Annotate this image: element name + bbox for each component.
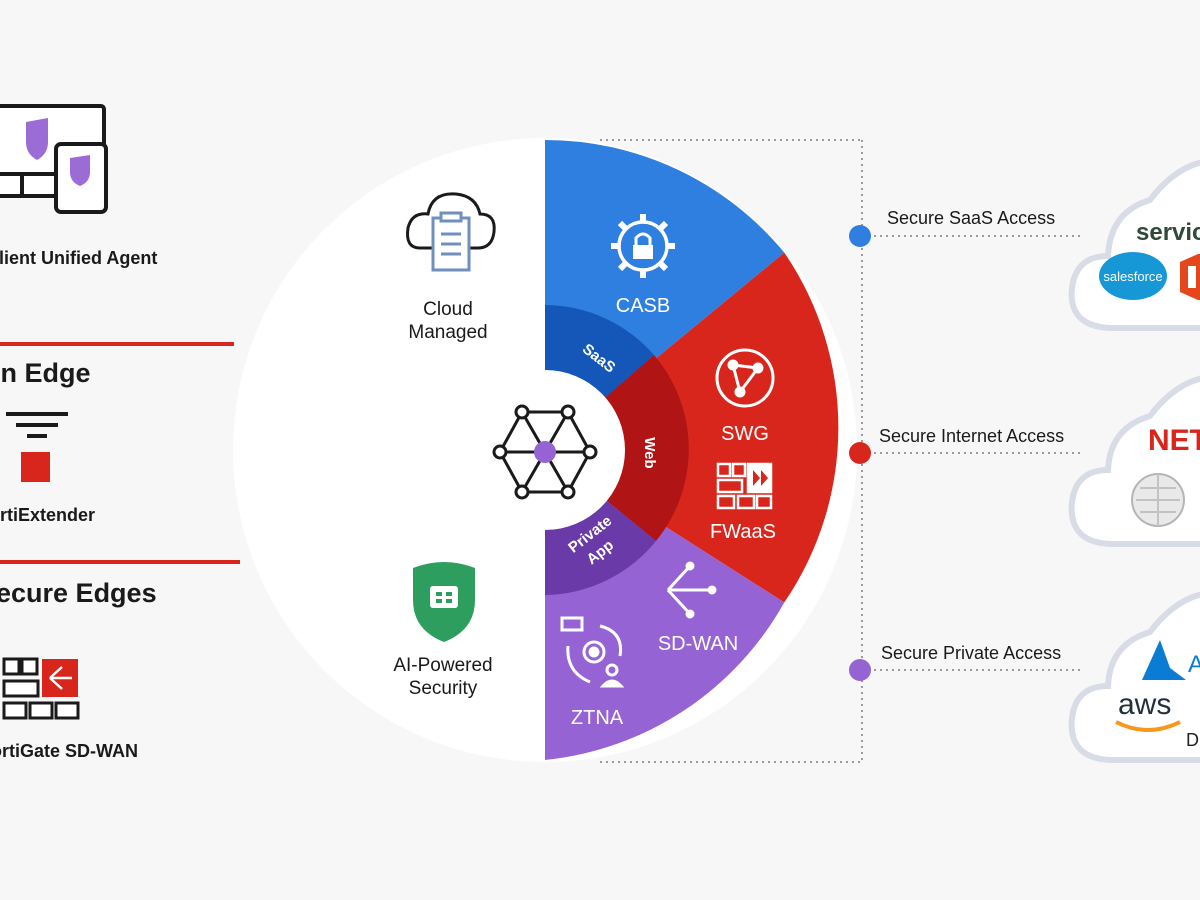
fortigate-sdwan-label: FortiGate SD-WAN	[0, 741, 139, 761]
ztna-access-icon	[560, 616, 625, 688]
sdwan-branch-icon	[666, 561, 717, 619]
saas-access-dot	[849, 225, 871, 247]
swg-fwaas-segment	[545, 252, 839, 603]
ai-security-shield-icon	[413, 562, 475, 642]
casb-label: CASB	[616, 295, 670, 317]
fortiextender-label: FortiExtender	[0, 505, 96, 525]
ai-security-line2: Security	[409, 678, 478, 699]
secure-private-access-label: Secure Private Access	[881, 643, 1062, 663]
cloud-managed-line1: Cloud	[423, 299, 473, 320]
client-unified-agent-label: Client Unified Agent	[0, 248, 158, 268]
cloud-managed-line2: Managed	[408, 322, 487, 343]
servicenow-logo: servicenow	[1136, 219, 1200, 246]
office-logo	[1180, 254, 1200, 300]
ztna-label: ZTNA	[571, 707, 624, 729]
private-access-dot	[849, 659, 871, 681]
swg-label: SWG	[721, 423, 769, 445]
azure-logo	[1142, 640, 1186, 680]
ai-security-line1: AI-Powered	[393, 655, 492, 676]
thin-edge-title: Thin Edge	[0, 358, 91, 388]
divider	[0, 342, 234, 346]
fortiextender-icon	[6, 412, 68, 482]
internet-cloud	[1068, 375, 1200, 547]
d-partial-text: D	[1186, 730, 1199, 750]
wikipedia-logo	[1131, 473, 1185, 527]
aws-logo: aws	[1118, 688, 1171, 721]
swg-globe-icon	[715, 348, 775, 408]
casb-gear-lock-icon	[611, 214, 675, 278]
divider	[0, 560, 240, 564]
private-cloud	[1068, 591, 1200, 763]
salesforce-logo: salesforce	[1099, 252, 1167, 300]
fwaas-firewall-icon	[716, 462, 773, 510]
internet-access-dot	[849, 442, 871, 464]
sdwan-label: SD-WAN	[658, 633, 738, 655]
web-label: Web	[641, 437, 658, 468]
netflix-logo: NETFLIX	[1148, 424, 1200, 457]
cloud-managed-icon	[406, 192, 496, 272]
fwaas-label: FWaaS	[710, 521, 776, 543]
azure-text: Azure	[1188, 651, 1200, 678]
secure-saas-access-label: Secure SaaS Access	[887, 208, 1056, 228]
endpoint-devices-icon	[0, 104, 108, 214]
fortigate-sdwan-icon	[2, 657, 80, 720]
secure-edges-title: Secure Edges	[0, 578, 157, 608]
aws-smile-icon	[1115, 720, 1181, 732]
secure-internet-access-label: Secure Internet Access	[879, 426, 1065, 446]
svg-text:salesforce: salesforce	[1103, 269, 1162, 284]
